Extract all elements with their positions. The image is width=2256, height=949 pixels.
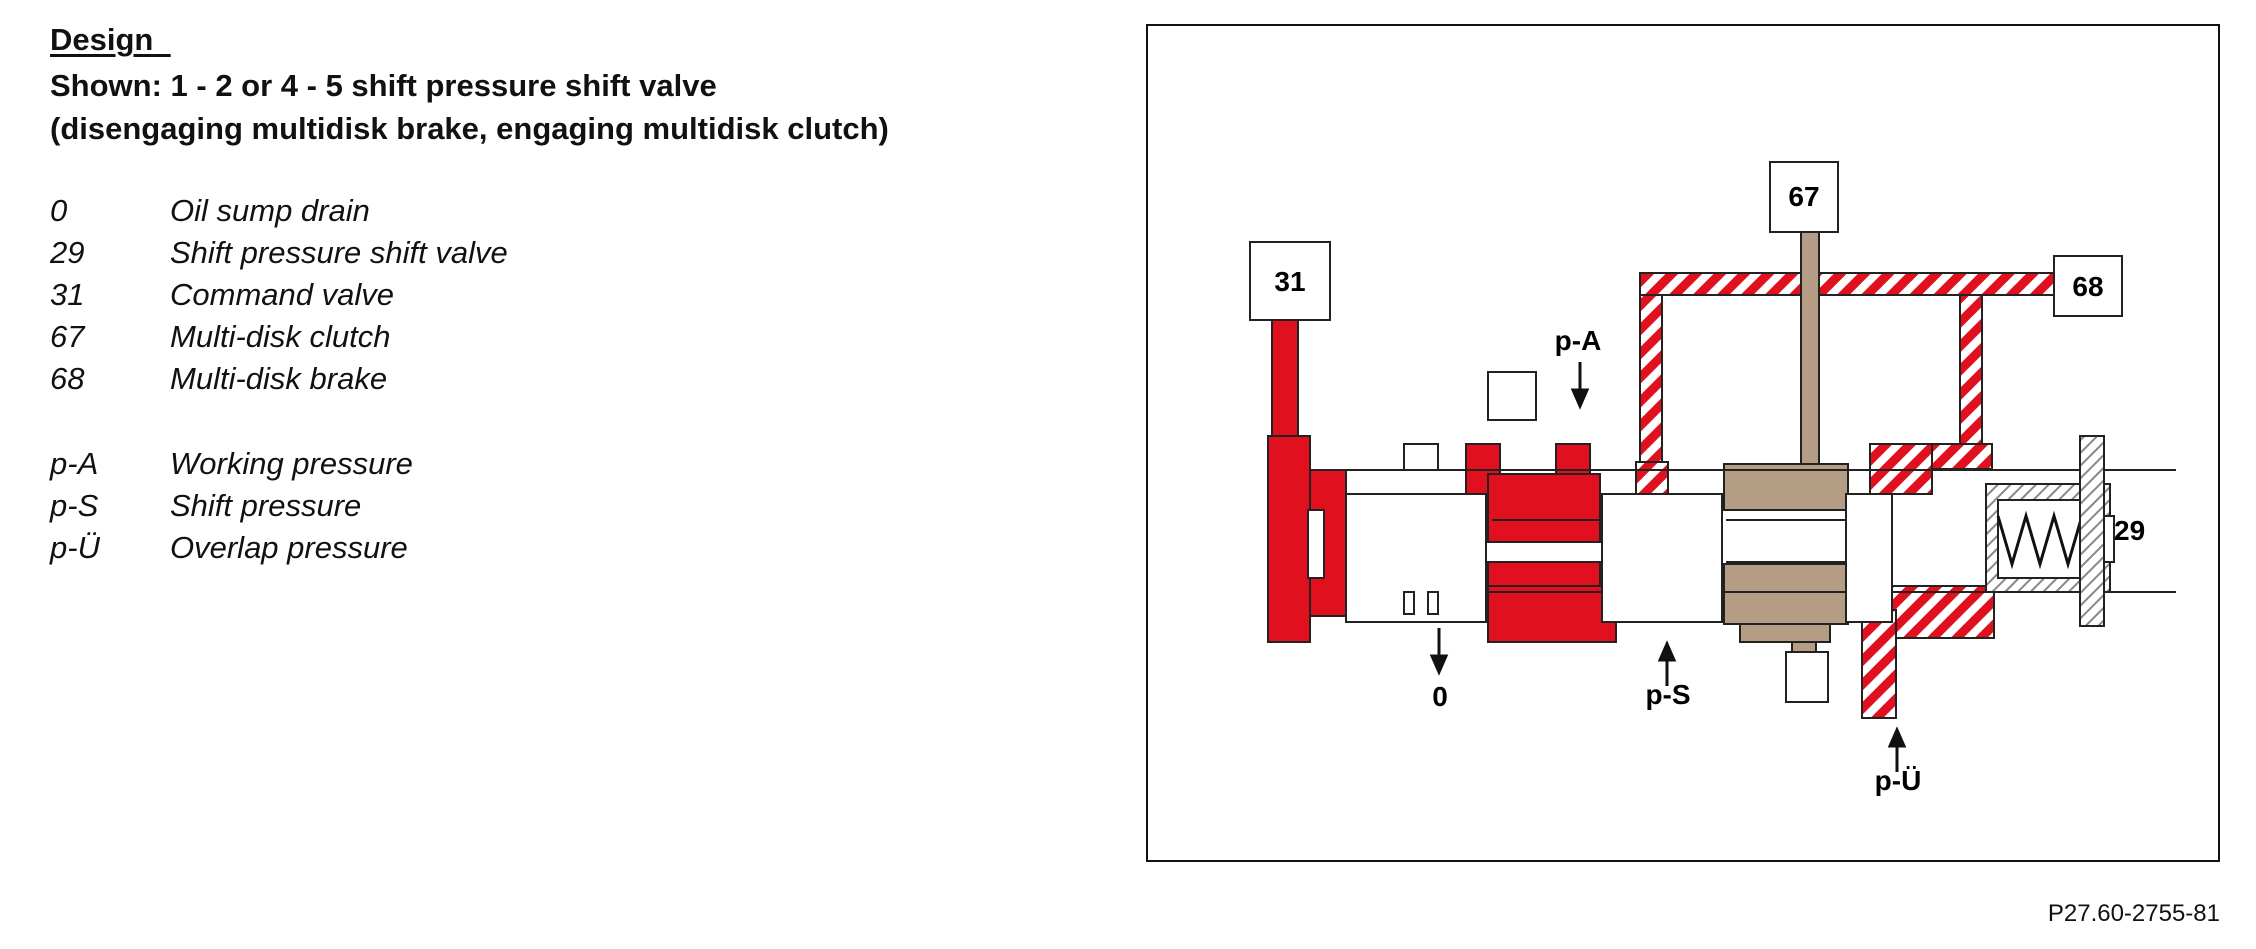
subtitle-line: Shown: 1 - 2 or 4 - 5 shift pressure shi… bbox=[50, 68, 717, 103]
legend-code: 0 bbox=[50, 193, 68, 228]
diagram-frame bbox=[1146, 24, 2220, 862]
legend-code: p-Ü bbox=[50, 530, 100, 565]
box-67 bbox=[1769, 161, 1839, 233]
legend-row: 29 Shift pressure shift valve bbox=[50, 232, 508, 274]
legend-row: p-A Working pressure bbox=[50, 443, 413, 485]
legend-code: p-S bbox=[50, 488, 99, 523]
spring-chamber bbox=[1985, 435, 2115, 627]
legend-row: p-Ü Overlap pressure bbox=[50, 527, 413, 569]
box-drain-port bbox=[1785, 651, 1829, 703]
legend-text: Shift pressure shift valve bbox=[170, 235, 508, 270]
box-31 bbox=[1249, 241, 1331, 321]
legend-code: 68 bbox=[50, 361, 85, 396]
legend-code: 67 bbox=[50, 319, 85, 354]
label-29: 29 bbox=[2114, 515, 2145, 546]
legend-code: 29 bbox=[50, 235, 85, 270]
box-31-label: 31 bbox=[1274, 266, 1305, 297]
label-pA: p-A bbox=[1555, 325, 1602, 356]
legend-components: 0 Oil sump drain 29 Shift pressure shift v… bbox=[50, 190, 508, 400]
legend-text: Oil sump drain bbox=[170, 193, 370, 228]
legend-row: 31 Command valve bbox=[50, 274, 508, 316]
legend-text: Command valve bbox=[170, 277, 394, 312]
legend-text: Multi-disk clutch bbox=[170, 319, 391, 354]
legend-text: Multi-disk brake bbox=[170, 361, 388, 396]
label-pS: p-S bbox=[1645, 679, 1690, 710]
legend-row: 0 Oil sump drain bbox=[50, 190, 508, 232]
legend-code: 31 bbox=[50, 277, 85, 312]
brake-channel-68 bbox=[1635, 272, 2117, 719]
figure-reference: P27.60-2755-81 bbox=[2047, 900, 2220, 927]
legend-text: Overlap pressure bbox=[170, 530, 408, 565]
component-boxes bbox=[1249, 161, 2123, 703]
legend-pressures: p-A Working pressure p-S Shift pressure p-… bbox=[50, 443, 413, 569]
legend-code: p-A bbox=[50, 446, 99, 481]
working-pressure-ports bbox=[1267, 317, 1617, 643]
heading: Design bbox=[50, 22, 154, 57]
subtitle-line: (disengaging multidisk brake, engaging m… bbox=[50, 111, 889, 146]
legend-row: p-S Shift pressure bbox=[50, 485, 413, 527]
legend-text: Shift pressure bbox=[170, 488, 362, 523]
legend-row: 67 Multi-disk clutch bbox=[50, 316, 508, 358]
box-68 bbox=[2053, 255, 2123, 317]
box-67-label: 67 bbox=[1788, 181, 1819, 212]
subtitle: Shown: 1 - 2 or 4 - 5 shift pressure shi… bbox=[50, 64, 889, 150]
label-0: 0 bbox=[1432, 681, 1448, 712]
valve-diagram: 31 67 68 29 p-A 0 p-S p-Ü bbox=[1249, 161, 2176, 796]
valve-spool bbox=[1307, 371, 1893, 623]
legend-text: Working pressure bbox=[170, 446, 413, 481]
clutch-ports-67 bbox=[1723, 229, 1849, 673]
label-pU: p-Ü bbox=[1875, 765, 1922, 796]
box-68-label: 68 bbox=[2072, 271, 2103, 302]
legend-row: 68 Multi-disk brake bbox=[50, 358, 508, 400]
flow-arrows bbox=[1429, 362, 1907, 772]
